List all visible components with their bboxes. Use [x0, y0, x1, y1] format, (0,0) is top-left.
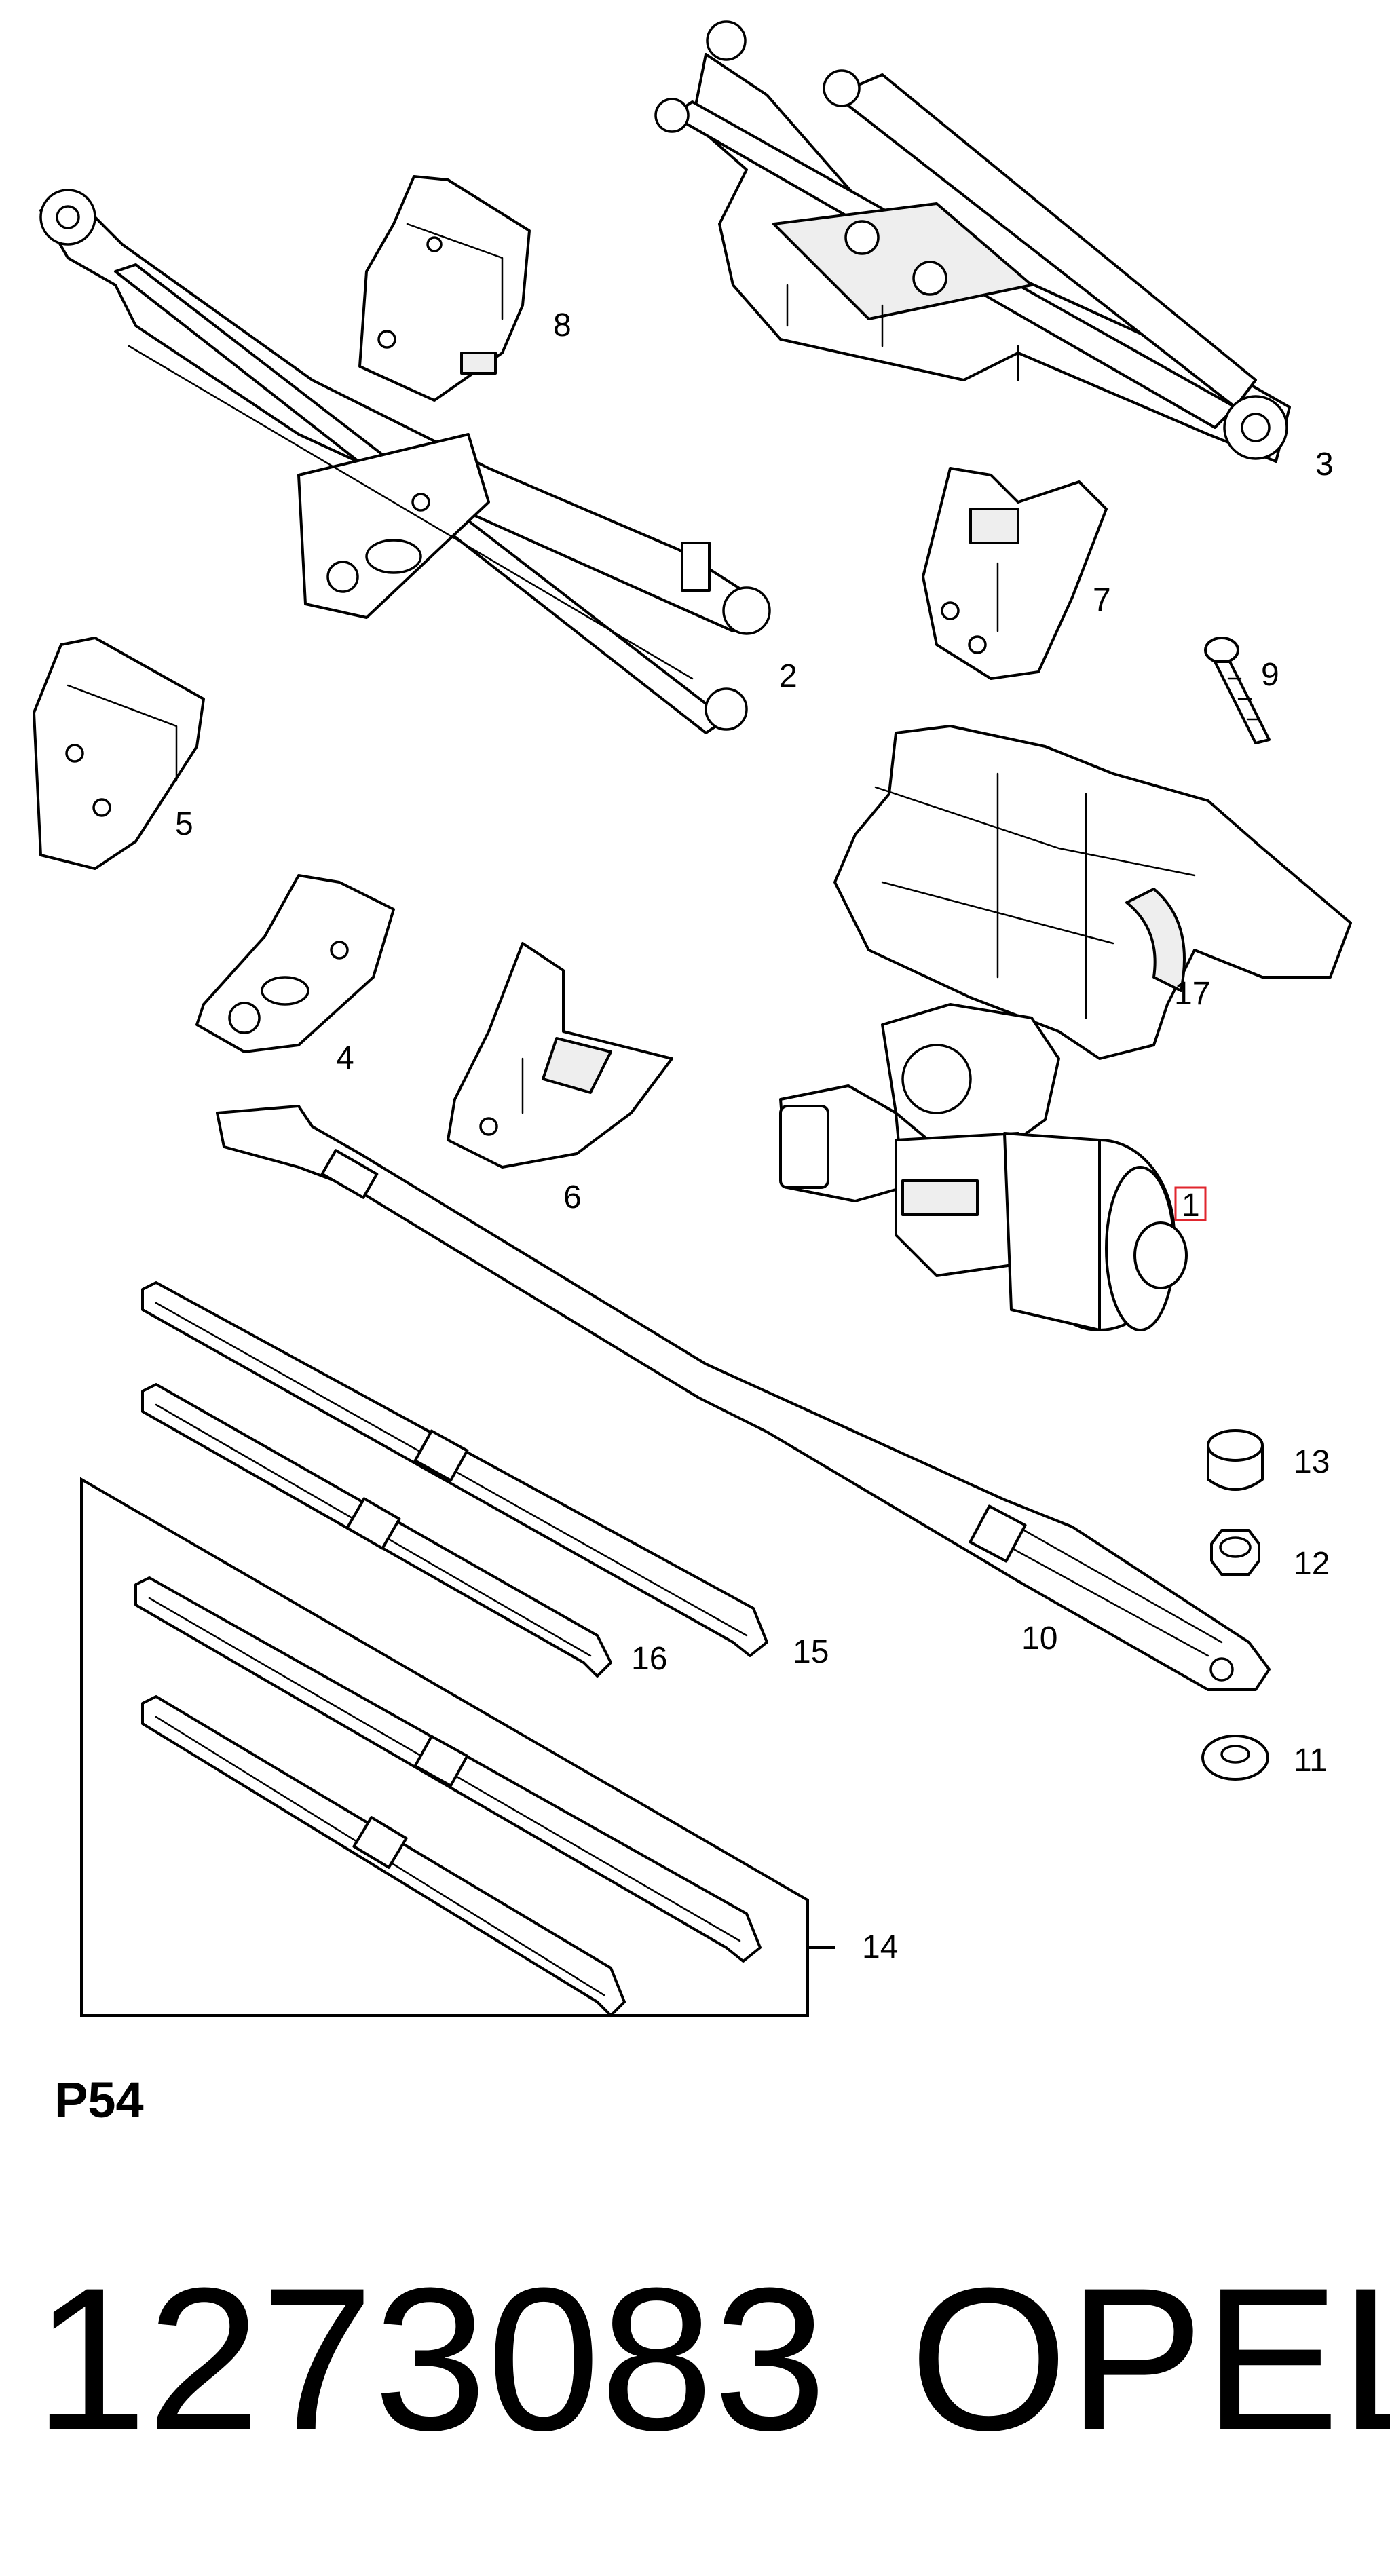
part-11-washer[interactable] — [1201, 1735, 1269, 1781]
callout-2: 2 — [779, 658, 797, 694]
callout-15: 15 — [793, 1634, 829, 1670]
part-10-wiper-arm[interactable] — [216, 1105, 1271, 1691]
part-17-motor-cover[interactable] — [833, 725, 1352, 1060]
callout-12: 12 — [1294, 1546, 1330, 1582]
part-6-bracket[interactable] — [447, 942, 673, 1169]
callout-13: 13 — [1294, 1444, 1330, 1480]
part-15-wiper-blade[interactable] — [141, 1281, 768, 1657]
part-16-wiper-blade[interactable] — [141, 1383, 612, 1678]
part-12-nut[interactable] — [1210, 1529, 1260, 1576]
part-4-bracket[interactable] — [195, 874, 395, 1053]
callout-3: 3 — [1315, 447, 1334, 482]
callout-5: 5 — [175, 806, 193, 842]
callout-6: 6 — [563, 1179, 582, 1215]
part-14-wiper-blade-set[interactable] — [80, 1477, 835, 2017]
part-8-bracket[interactable] — [358, 175, 531, 402]
part-1-wiper-motor[interactable] — [779, 1003, 1188, 1331]
callout-8: 8 — [553, 307, 571, 343]
callout-17: 17 — [1174, 976, 1210, 1012]
callout-7: 7 — [1093, 582, 1111, 618]
part-5-bracket[interactable] — [33, 637, 205, 870]
callout-14: 14 — [862, 1929, 898, 1965]
callout-1: 1 — [1182, 1188, 1200, 1224]
callout-16: 16 — [631, 1641, 667, 1677]
part-7-bracket[interactable] — [922, 467, 1108, 680]
callout-9: 9 — [1261, 657, 1279, 693]
part-13-cap[interactable] — [1207, 1429, 1264, 1491]
callout-10: 10 — [1021, 1621, 1057, 1656]
part-9-bolt[interactable] — [1204, 637, 1271, 744]
callout-1-highlight[interactable]: 1 — [1174, 1186, 1207, 1224]
callout-11: 11 — [1294, 1743, 1328, 1779]
part-2-wiper-linkage[interactable] — [39, 189, 771, 734]
section-code: P54 — [54, 2072, 144, 2128]
part-number: 1273083 — [34, 2245, 827, 2473]
callout-1-box — [1174, 1186, 1207, 1221]
callout-4: 4 — [336, 1040, 354, 1076]
brand-name: OPEL — [909, 2245, 1390, 2473]
part-3-wiper-linkage[interactable] — [654, 20, 1291, 463]
